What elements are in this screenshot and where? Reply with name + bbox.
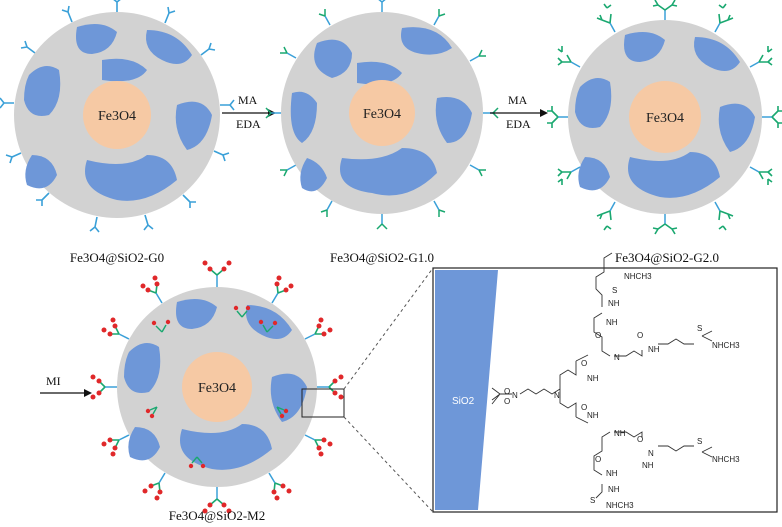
zoom-leader-top bbox=[343, 267, 434, 390]
grp-o-3: O bbox=[581, 359, 587, 368]
arrow-step-2: MA EDA bbox=[490, 93, 548, 131]
pores bbox=[24, 23, 212, 201]
core-label: Fe3O4 bbox=[198, 381, 236, 396]
zoom-panel: SiO2 NHCH3 S bbox=[432, 252, 778, 513]
dendron-structure bbox=[491, 252, 713, 499]
grp-nhch3-right-bottom: NHCH3 bbox=[712, 455, 740, 464]
step2-reagent-top: MA bbox=[508, 93, 528, 107]
grp-nh-4: NH bbox=[648, 345, 660, 354]
ligand-ends bbox=[547, 0, 782, 235]
particle-name-m2: Fe3O4@SiO2-M2 bbox=[169, 508, 265, 523]
grp-n-lower: NH bbox=[614, 429, 626, 438]
grp-nh-1: NH bbox=[608, 299, 620, 308]
grp-nh-2: NH bbox=[606, 318, 618, 327]
grp-s-right-top: S bbox=[697, 324, 702, 333]
grp-o-silane-2: O bbox=[504, 397, 510, 406]
pores bbox=[124, 298, 307, 470]
step1-reagent-top: MA bbox=[238, 93, 258, 107]
internal-ligands bbox=[149, 310, 285, 464]
grp-nh-8: NH bbox=[608, 485, 620, 494]
particle-g2: Fe3O4 bbox=[547, 0, 782, 235]
grp-nhch3-bottom: NHCH3 bbox=[606, 501, 634, 510]
particle-name-g1: Fe3O4@SiO2-G1.0 bbox=[330, 250, 434, 265]
step3-reagent: MI bbox=[46, 374, 61, 388]
core-label: Fe3O4 bbox=[363, 107, 401, 122]
particle-g0: Fe3O4 bbox=[0, 0, 235, 233]
fe3o4-core bbox=[182, 352, 252, 422]
ligand-ends bbox=[265, 9, 499, 230]
step2-reagent-bottom: EDA bbox=[506, 117, 531, 131]
ligand-shell bbox=[558, 10, 772, 224]
fe3o4-core bbox=[83, 81, 151, 149]
grp-s-top: S bbox=[612, 286, 617, 295]
particle-name-g0: Fe3O4@SiO2-G0 bbox=[70, 250, 164, 265]
grp-o-5: O bbox=[637, 435, 643, 444]
grp-nh-9: NH bbox=[642, 461, 654, 470]
grp-n-silane: N bbox=[512, 391, 518, 400]
grp-nhch3-top: NHCH3 bbox=[624, 272, 652, 281]
terminal-groups bbox=[90, 260, 344, 514]
particle-name-g2: Fe3O4@SiO2-G2.0 bbox=[615, 250, 719, 265]
ligand-shell bbox=[271, 0, 493, 224]
core-label: Fe3O4 bbox=[646, 111, 684, 126]
grp-o-1: O bbox=[595, 331, 601, 340]
sio2-surface bbox=[435, 270, 498, 510]
arrow-step-3: MI bbox=[40, 374, 92, 397]
grp-nhch3-right-top: NHCH3 bbox=[712, 341, 740, 350]
zoom-source-box bbox=[301, 388, 345, 418]
particle-g1: Fe3O4 bbox=[265, 0, 499, 230]
grp-nh-5: NH bbox=[587, 411, 599, 420]
grp-o-silane-1: O bbox=[504, 387, 510, 396]
grp-s-right-bottom: S bbox=[697, 437, 702, 446]
grp-nh-6: N bbox=[648, 449, 654, 458]
step1-reagent-bottom: EDA bbox=[236, 117, 261, 131]
particle-m2: Fe3O4 bbox=[90, 260, 344, 514]
zoom-leader-bottom bbox=[343, 416, 434, 513]
grp-s-bottom: S bbox=[590, 496, 595, 505]
fe3o4-core bbox=[349, 80, 415, 146]
grp-nh-3: NH bbox=[587, 374, 599, 383]
pores bbox=[290, 27, 472, 196]
core-label: Fe3O4 bbox=[98, 109, 136, 124]
grp-n-upper: N bbox=[614, 353, 620, 362]
ligand-shell bbox=[105, 275, 329, 499]
internal-terminal-groups bbox=[145, 305, 289, 469]
grp-o-4: O bbox=[581, 403, 587, 412]
sio2-label: SiO2 bbox=[452, 396, 475, 407]
fe3o4-core bbox=[629, 81, 701, 153]
ligand-shell bbox=[0, 0, 235, 233]
pores bbox=[575, 31, 755, 198]
arrow-step-1: MA EDA bbox=[222, 93, 276, 131]
grp-o-2: O bbox=[637, 331, 643, 340]
dendron-labels: NHCH3 S NH NH O N NH NH S NHCH3 O O O O … bbox=[504, 272, 740, 510]
grp-n-center: N bbox=[554, 391, 560, 400]
grp-nh-7: NH bbox=[606, 469, 618, 478]
grp-o-6: O bbox=[595, 455, 601, 464]
